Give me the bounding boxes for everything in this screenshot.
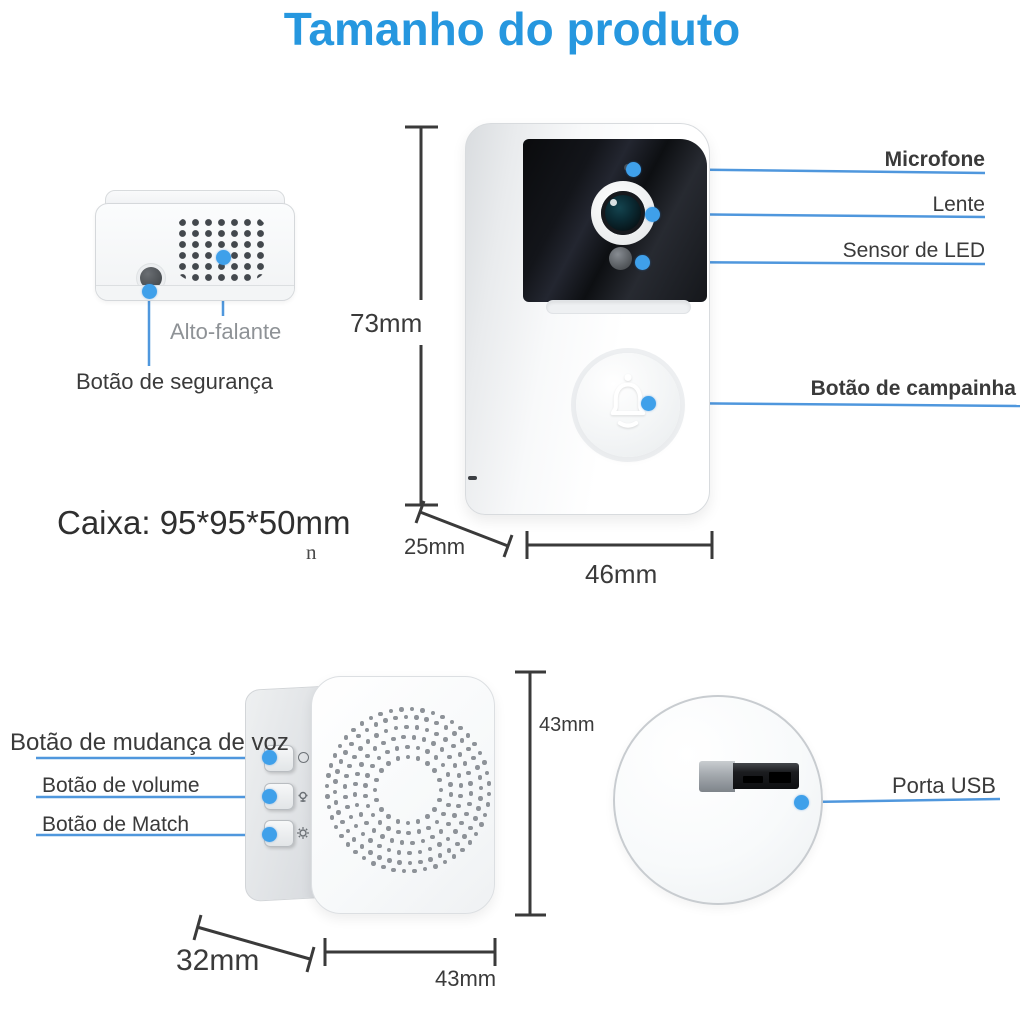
security-dot xyxy=(141,283,157,299)
page-title: Tamanho do produto xyxy=(283,3,741,55)
label-botao-volume: Botão de volume xyxy=(42,774,200,797)
label-botao-seguranca: Botão de segurança xyxy=(76,369,273,394)
speaker-box-base xyxy=(96,285,294,300)
label-note-n: n xyxy=(306,540,317,564)
lens-dot xyxy=(644,206,660,222)
usb-slot xyxy=(743,776,763,783)
microphone-dot xyxy=(625,161,641,177)
bell-dot xyxy=(640,395,656,411)
match-dot xyxy=(261,826,277,842)
doorbell-device xyxy=(465,123,710,515)
volume-dot xyxy=(261,788,277,804)
usb-plug-icon xyxy=(699,761,735,792)
dim-doorbell-width: 46mm xyxy=(585,559,658,589)
dimension-lines xyxy=(192,125,714,973)
doorbell-camera-panel xyxy=(523,139,707,302)
chime-device xyxy=(245,672,495,914)
usb-plug-body xyxy=(733,763,799,789)
label-botao-match: Botão de Match xyxy=(42,813,190,836)
dim-chime-depth: 32mm xyxy=(176,944,260,977)
label-caixa: Caixa: 95*95*50mm xyxy=(57,504,351,541)
security-button xyxy=(140,267,162,289)
speaker-box-device xyxy=(95,178,295,303)
label-alto-falante: Alto-falante xyxy=(170,319,282,344)
label-botao-campainha: Botão de campainha xyxy=(810,377,1016,400)
camera-ring xyxy=(591,181,655,245)
dim-chime-width: 43mm xyxy=(435,966,497,991)
match-button xyxy=(264,820,294,847)
label-microfone: Microfone xyxy=(884,148,985,171)
gear-icon xyxy=(297,827,309,839)
doorbell-groove xyxy=(546,300,691,314)
label-sensor-led: Sensor de LED xyxy=(842,239,985,262)
sensor-dot xyxy=(634,254,650,270)
led-sensor-icon xyxy=(609,247,632,270)
usb-circle xyxy=(613,695,823,905)
chime-speaker-rings xyxy=(323,705,493,875)
usb-zoom-view xyxy=(613,695,823,905)
label-lente: Lente xyxy=(932,193,985,216)
dim-chime-height: 43mm xyxy=(539,714,595,736)
bell-icon xyxy=(610,374,646,428)
label-botao-voz: Botão de mudança de voz xyxy=(10,729,289,756)
usb-slot xyxy=(769,772,791,783)
usb-dot xyxy=(793,794,809,810)
camera-lens-icon xyxy=(601,191,645,235)
circle-icon xyxy=(298,752,309,763)
doorbell-ring-button xyxy=(576,353,680,457)
volume-icon xyxy=(298,791,308,802)
doorbell-body xyxy=(465,123,710,515)
reset-slot xyxy=(468,476,477,480)
chime-front-face xyxy=(311,676,495,914)
label-porta-usb: Porta USB xyxy=(892,773,996,798)
speaker-box-body xyxy=(95,203,295,301)
voice-dot xyxy=(261,749,277,765)
speaker-dot xyxy=(215,249,231,265)
speaker-grill-icon xyxy=(173,215,269,281)
dim-doorbell-depth: 25mm xyxy=(404,534,466,559)
dim-doorbell-height: 73mm xyxy=(350,308,423,338)
